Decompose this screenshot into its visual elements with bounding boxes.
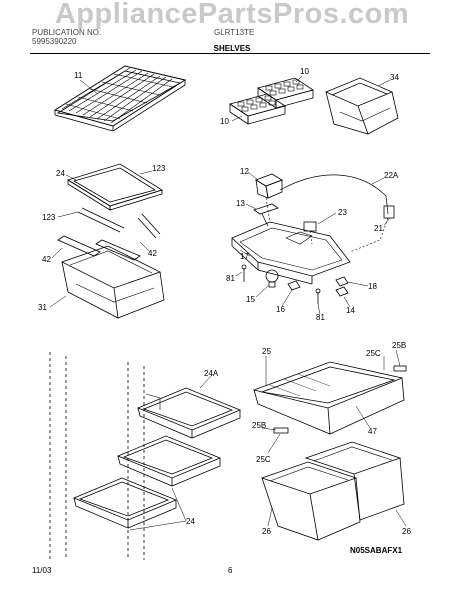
footer-code: N05SABAFX1	[350, 546, 403, 555]
ice-bucket-drawing	[324, 77, 399, 135]
callout-42-right: 42	[148, 249, 157, 258]
page-title: SHELVES	[213, 44, 251, 53]
callout-18: 18	[368, 282, 377, 291]
callout-26-left: 26	[262, 527, 271, 536]
callout-34: 34	[390, 73, 399, 82]
callout-23: 23	[338, 208, 347, 217]
callout-25b-top: 25B	[392, 341, 406, 350]
callout-12: 12	[240, 167, 249, 176]
callout-31: 31	[38, 303, 47, 312]
publication-number: 5995390220	[32, 37, 77, 46]
callout-26-right: 26	[402, 527, 411, 536]
callout-25: 25	[262, 347, 271, 356]
leader-lines	[49, 75, 407, 531]
callout-24-upper: 24	[56, 169, 65, 178]
callout-24a: 24A	[204, 369, 219, 378]
callout-22a: 22A	[384, 171, 399, 180]
callout-10-left: 10	[220, 117, 229, 126]
callout-15: 15	[246, 295, 255, 304]
model-number: GLRT13TE	[214, 28, 255, 37]
callout-17: 17	[240, 252, 249, 261]
callout-123-right: 123	[152, 164, 166, 173]
callout-16: 16	[276, 305, 285, 314]
callout-10-top: 10	[300, 67, 309, 76]
callout-21: 21	[374, 224, 383, 233]
light-housing-drawing	[231, 173, 395, 304]
title-rule	[30, 53, 430, 54]
ice-tray-drawing	[229, 77, 314, 125]
callout-25c-top: 25C	[366, 349, 381, 358]
crisper-drawers-drawing	[260, 441, 405, 541]
wire-shelf-drawing	[53, 65, 187, 132]
callout-25c-mid: 25C	[256, 455, 271, 464]
callout-123-left: 123	[42, 213, 56, 222]
cantilever-shelves-drawing	[49, 352, 242, 560]
callout-11: 11	[74, 71, 83, 80]
footer-page: 6	[228, 566, 233, 575]
callout-42-left: 42	[42, 255, 51, 264]
callout-13: 13	[236, 199, 245, 208]
rails-drawing	[57, 235, 141, 261]
watermark: AppliancePartsPros.com	[54, 0, 410, 30]
callout-81-bottom: 81	[316, 313, 325, 322]
crisper-cover-drawing	[252, 361, 407, 435]
snack-pan-drawing	[60, 245, 165, 319]
callout-25b-mid: 25B	[252, 421, 266, 430]
publication-label: PUBLICATION NO.	[32, 28, 102, 37]
callout-24-lower: 24	[186, 517, 195, 526]
callout-81-left: 81	[226, 274, 235, 283]
footer-date: 11/03	[32, 566, 52, 575]
snack-pan-cover-drawing	[67, 163, 163, 239]
callout-47: 47	[368, 427, 377, 436]
callout-14: 14	[346, 306, 355, 315]
